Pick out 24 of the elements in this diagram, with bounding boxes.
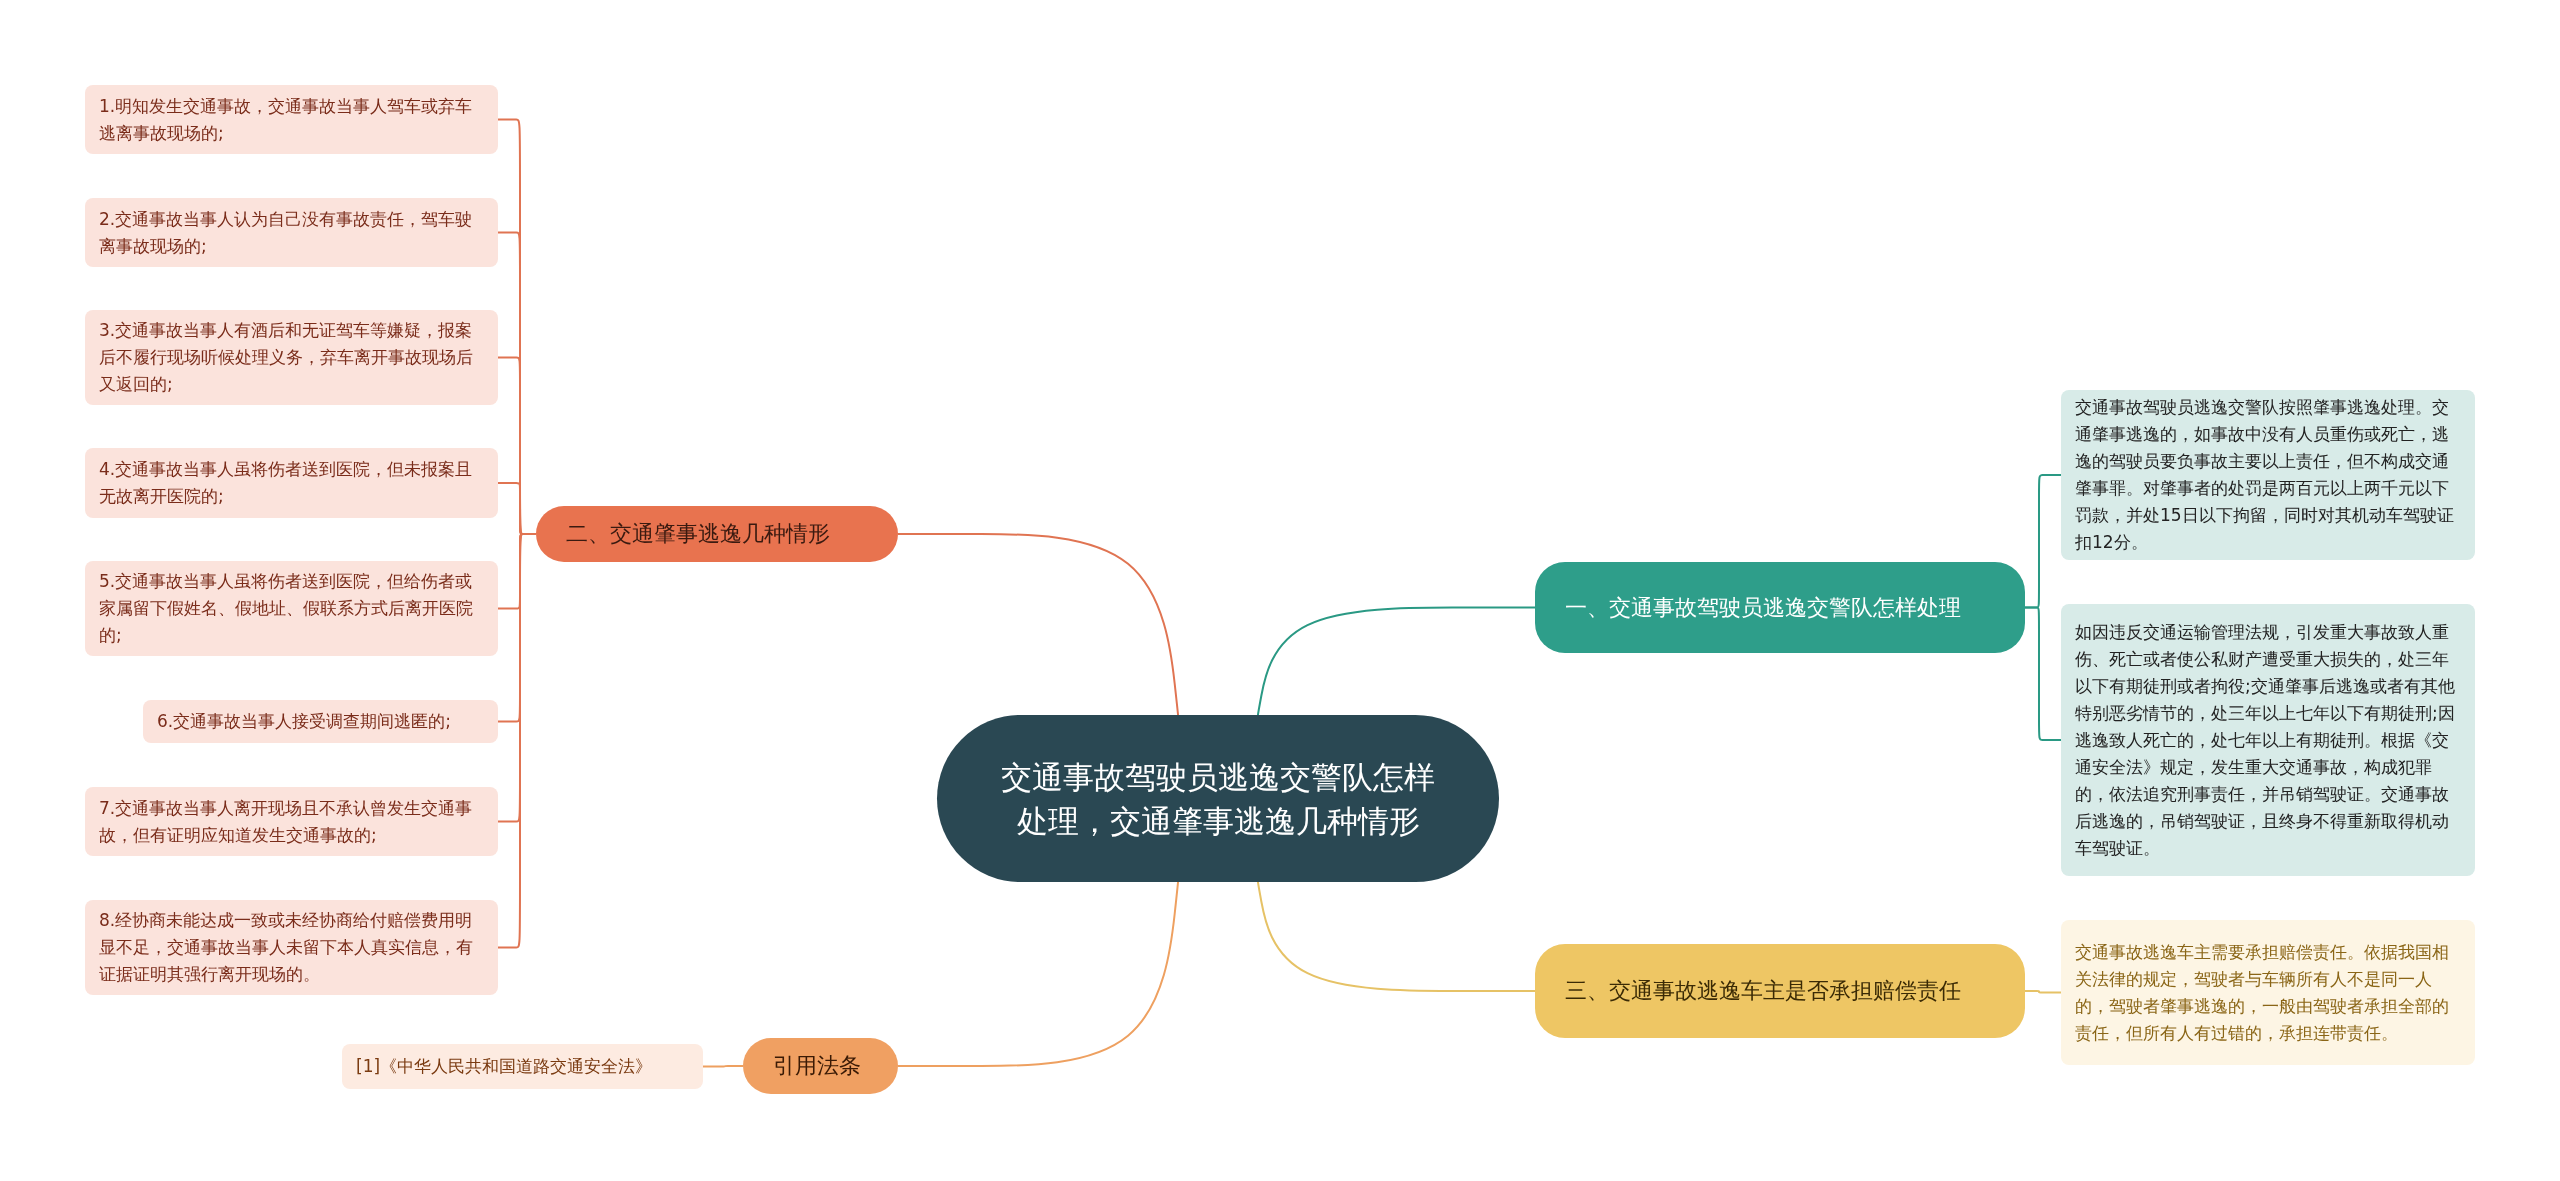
connector-line (2024, 606, 2062, 741)
branch-topic: 引用法条 (743, 1038, 898, 1094)
detail-card: [1]《中华人民共和国道路交通安全法》 (342, 1044, 703, 1089)
branch-topic: 二、交通肇事逃逸几种情形 (536, 506, 898, 562)
branch-topic: 三、交通事故逃逸车主是否承担赔偿责任 (1535, 944, 2025, 1038)
detail-card: 交通事故驾驶员逃逸交警队按照肇事逃逸处理。交通肇事逃逸的，如事故中没有人员重伤或死亡，逃逸的驾驶员要负事故主要以上责任，但不构成交通肇事罪。对肇事者的处罚是两百元以上两千元以下罚款，并处15日以下拘留，同时对其机动车驾驶证扣12分。 (2061, 390, 2475, 560)
detail-card: 4.交通事故当事人虽将伤者送到医院，但未报案且无故离开医院的; (85, 448, 498, 518)
connector-line (897, 881, 1179, 1067)
detail-card: 如因违反交通运输管理法规，引发重大事故致人重伤、死亡或者使公私财产遭受重大损失的，处三年以下有期徒刑或者拘役;交通肇事后逃逸或者有其他特别恶劣情节的，处三年以上七年以下有期徒刑;因逃逸致人死亡的，处七年以上有期徒刑。根据《交通安全法》规定，发生重大交通事故，构成犯罪的，依法追究刑事责任，并吊销驾驶证。交通事故后逃逸的，吊销驾驶证，且终身不得重新取得机动车驾驶证。 (2061, 604, 2475, 876)
detail-card: 交通事故逃逸车主需要承担赔偿责任。依据我国相关法律的规定，驾驶者与车辆所有人不是同一人的，驾驶者肇事逃逸的，一般由驾驶者承担全部的责任，但所有人有过错的，承担连带责任。 (2061, 920, 2475, 1065)
detail-card: 6.交通事故当事人接受调查期间逃匿的; (143, 700, 498, 743)
detail-card: 5.交通事故当事人虽将伤者送到医院，但给伤者或家属留下假姓名、假地址、假联系方式后离开医院的; (85, 561, 498, 656)
connector-line (1257, 881, 1536, 992)
connector-line (1257, 606, 1536, 716)
detail-card: 7.交通事故当事人离开现场且不承认曾发生交通事故，但有证明应知道发生交通事故的; (85, 787, 498, 856)
central-topic: 交通事故驾驶员逃逸交警队怎样处理，交通肇事逃逸几种情形 (937, 715, 1499, 882)
connector-line (702, 1065, 744, 1068)
detail-card: 8.经协商未能达成一致或未经协商给付赔偿费用明显不足，交通事故当事人未留下本人真实信息，有证据证明其强行离开现场的。 (85, 900, 498, 995)
branch-topic: 一、交通事故驾驶员逃逸交警队怎样处理 (1535, 562, 2025, 653)
connector-line (2024, 990, 2062, 994)
detail-card: 1.明知发生交通事故，交通事故当事人驾车或弃车逃离事故现场的; (85, 85, 498, 154)
detail-card: 2.交通事故当事人认为自己没有事故责任，驾车驶离事故现场的; (85, 198, 498, 267)
connector-line (897, 533, 1179, 716)
detail-card: 3.交通事故当事人有酒后和无证驾车等嫌疑，报案后不履行现场听候处理义务，弃车离开事故现场后又返回的; (85, 310, 498, 405)
